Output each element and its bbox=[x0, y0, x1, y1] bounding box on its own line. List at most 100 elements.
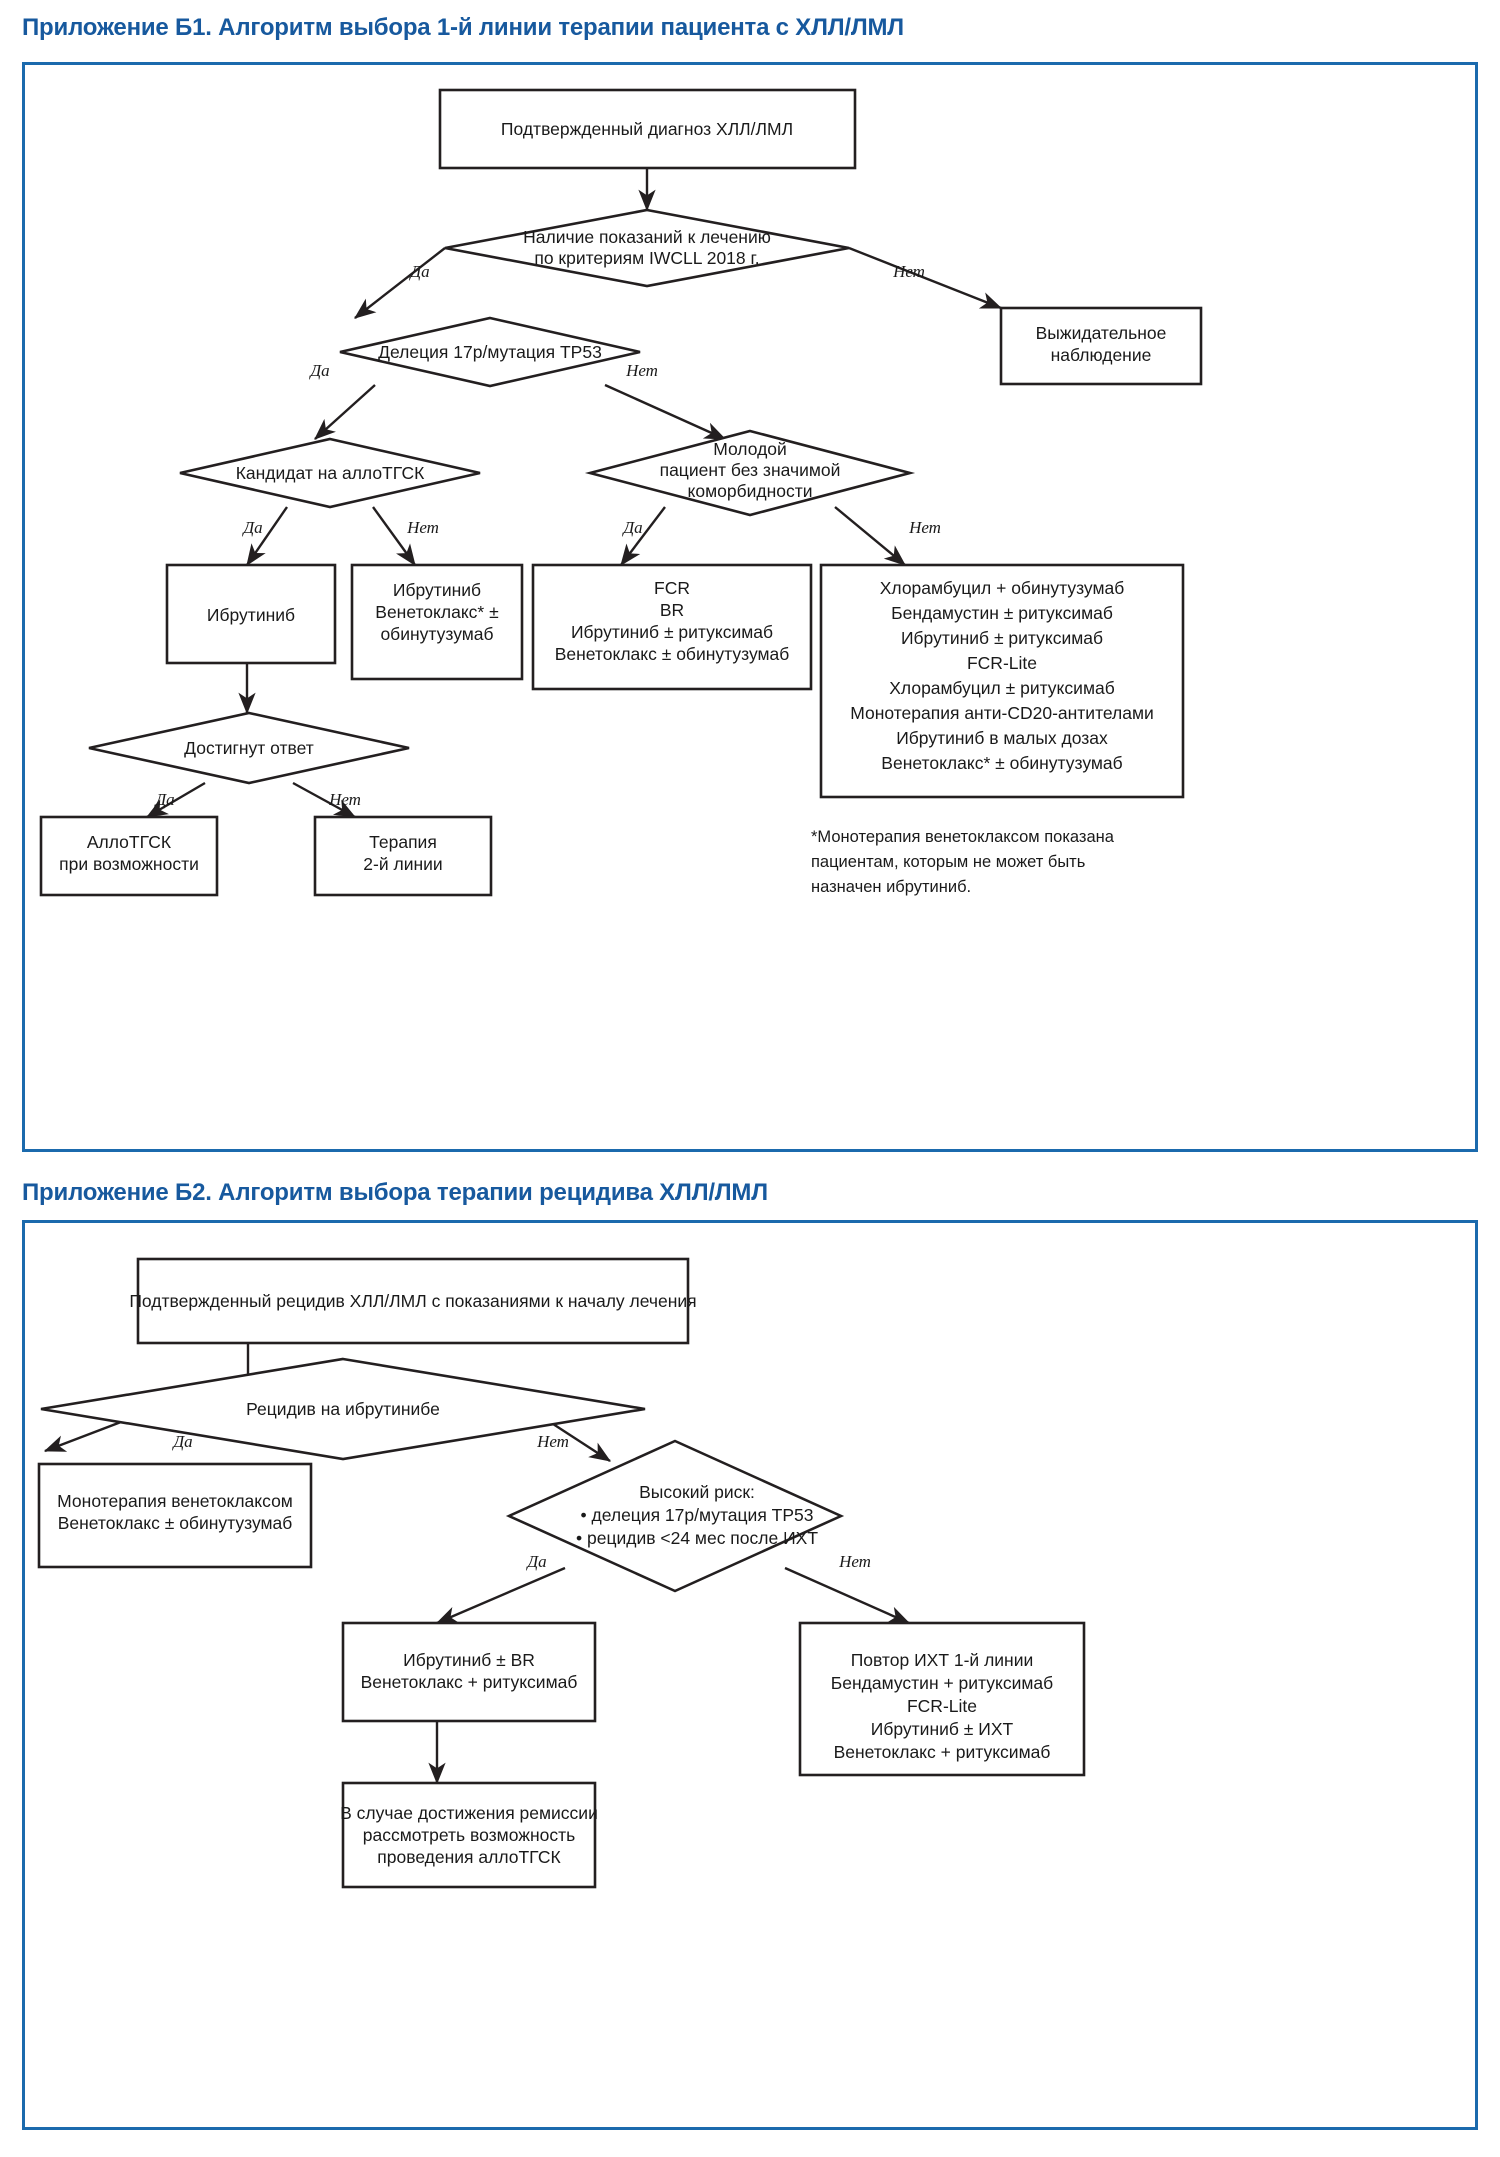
branch-high-risk-yes: Да bbox=[525, 1552, 546, 1571]
node-standard-risk-regimens bbox=[798, 1621, 1086, 1777]
appendix-b1-flowchart: Подтвержденный диагноз ХЛЛ/ЛМЛ Наличие п… bbox=[39, 88, 1203, 897]
node-confirmed-relapse-label: Подтвержденный рецидив ХЛЛ/ЛМЛ с показан… bbox=[129, 1291, 696, 1311]
node-allo-hsct-line1: АллоТГСК bbox=[87, 832, 172, 852]
node-allo-hsct bbox=[39, 815, 219, 897]
node-unfit-line4: FCR-Lite bbox=[967, 653, 1037, 673]
node-diagnosis bbox=[438, 88, 857, 170]
node-response-label: Достигнут ответ bbox=[184, 738, 314, 758]
node-ibrutinib bbox=[165, 563, 337, 665]
node-allo-hsct-line2: при возможности bbox=[59, 854, 199, 874]
node-del17p bbox=[339, 316, 641, 388]
node-ibrutinib-label: Ибрутиниб bbox=[207, 605, 295, 625]
edge-young-yes bbox=[620, 506, 666, 566]
node-second-line bbox=[313, 815, 493, 897]
branch-del17p-yes: Да bbox=[308, 361, 329, 380]
edge-high-risk-yes bbox=[435, 1566, 566, 1625]
node-fit-line4: Венетоклакс ± обинутузумаб bbox=[555, 644, 790, 664]
node-young-line1: Молодой bbox=[713, 439, 787, 459]
branch-response-no: Нет bbox=[328, 790, 361, 809]
node-second-line-line1: Терапия bbox=[369, 832, 437, 852]
node-relapse-on-ibrutinib bbox=[40, 1357, 646, 1461]
node-confirmed-relapse bbox=[136, 1257, 690, 1345]
node-young-line3: коморбидности bbox=[687, 481, 812, 501]
branch-indications-no: Нет bbox=[892, 262, 925, 281]
node-indications-line2: по критериям IWCLL 2018 г. bbox=[534, 248, 759, 268]
node-venetoclax-mono bbox=[37, 1462, 313, 1569]
node-standard-risk-line2: Бендамустин + ритуксимаб bbox=[831, 1673, 1053, 1693]
node-high-risk-line3: • рецидив <24 мес после ИХТ bbox=[576, 1528, 818, 1548]
footnote-line2: пациентам, которым не может быть bbox=[811, 853, 1085, 871]
node-watchful-line2: наблюдение bbox=[1051, 345, 1152, 365]
node-unfit-line7: Ибрутиниб в малых дозах bbox=[896, 728, 1108, 748]
edge-response-yes bbox=[145, 781, 206, 819]
edge-indications-no bbox=[848, 246, 1003, 310]
footnote-line1: *Монотерапия венетоклаксом показана bbox=[811, 828, 1115, 846]
node-unfit-line3: Ибрутиниб ± ритуксимаб bbox=[901, 628, 1103, 648]
node-unfit-line5: Хлорамбуцил ± ритуксимаб bbox=[889, 678, 1114, 698]
node-venetoclax-mono-line2: Венетоклакс ± обинутузумаб bbox=[58, 1513, 293, 1533]
edge-del17p-yes bbox=[314, 384, 376, 440]
node-standard-risk-line3: FCR-Lite bbox=[907, 1696, 977, 1716]
node-response-achieved bbox=[88, 711, 410, 785]
node-ibrutinib-venetoclax bbox=[350, 563, 524, 681]
node-young-line2: пациент без значимой bbox=[660, 460, 841, 480]
appendix-b2-flowchart: Подтвержденный рецидив ХЛЛ/ЛМЛ с показан… bbox=[37, 1257, 1086, 1889]
node-relapse-on-ibrutinib-label: Рецидив на ибрутинибе bbox=[246, 1399, 440, 1419]
node-venetoclax-mono-line1: Монотерапия венетоклаксом bbox=[57, 1491, 293, 1511]
node-unfit-line1: Хлорамбуцил + обинутузумаб bbox=[880, 578, 1125, 598]
node-diagnosis-label: Подтвержденный диагноз ХЛЛ/ЛМЛ bbox=[501, 119, 793, 139]
branch-high-risk-no: Нет bbox=[838, 1552, 871, 1571]
node-watchful-line1: Выжидательное bbox=[1036, 323, 1167, 343]
appendix-b1-panel: Подтвержденный диагноз ХЛЛ/ЛМЛ Наличие п… bbox=[22, 62, 1478, 1152]
branch-del17p-no: Нет bbox=[625, 361, 658, 380]
node-fit-line1: FCR bbox=[654, 578, 690, 598]
node-young-patient bbox=[584, 429, 916, 517]
appendix-b2-title: Приложение Б2. Алгоритм выбора терапии р… bbox=[22, 1179, 768, 1206]
node-remission-line3: проведения аллоТГСК bbox=[377, 1847, 561, 1867]
edge-allo-no bbox=[372, 506, 416, 566]
node-fit-regimens bbox=[531, 563, 813, 691]
node-high-risk bbox=[505, 1439, 845, 1593]
node-fit-line2: BR bbox=[660, 600, 684, 620]
appendix-b1-title: Приложение Б1. Алгоритм выбора 1-й линии… bbox=[22, 14, 904, 41]
edge-high-risk-no bbox=[784, 1566, 911, 1625]
node-standard-risk-line5: Венетоклакс + ритуксимаб bbox=[834, 1742, 1051, 1762]
appendix-b2-panel: Подтвержденный рецидив ХЛЛ/ЛМЛ с показан… bbox=[22, 1220, 1478, 2130]
node-standard-risk-line4: Ибрутиниб ± ИХТ bbox=[871, 1719, 1014, 1739]
node-high-risk-regimens-line1: Ибрутиниб ± BR bbox=[403, 1650, 535, 1670]
node-remission-line2: рассмотреть возможность bbox=[363, 1825, 575, 1845]
branch-allo-yes: Да bbox=[241, 518, 262, 537]
node-second-line-line2: 2-й линии bbox=[363, 854, 442, 874]
branch-relapse-no: Нет bbox=[536, 1432, 569, 1451]
branch-young-yes: Да bbox=[621, 518, 642, 537]
edge-del17p-no bbox=[604, 383, 727, 441]
branch-young-no: Нет bbox=[908, 518, 941, 537]
node-indications bbox=[444, 208, 850, 288]
node-unfit-line6: Монотерапия анти-CD20-антителами bbox=[850, 703, 1154, 723]
node-unfit-line2: Бендамустин ± ритуксимаб bbox=[891, 603, 1113, 623]
node-ibr-ven-line1: Ибрутиниб bbox=[393, 580, 481, 600]
node-allo-candidate-label: Кандидат на аллоТГСК bbox=[236, 463, 425, 483]
edge-response-no bbox=[292, 781, 357, 819]
edge-indications-yes bbox=[354, 247, 446, 319]
node-remission-line1: В случае достижения ремиссии bbox=[340, 1803, 598, 1823]
node-high-risk-line1: Высокий риск: bbox=[639, 1482, 755, 1502]
node-watchful-waiting bbox=[999, 306, 1203, 386]
node-allo-candidate bbox=[179, 437, 481, 509]
node-standard-risk-line1: Повтор ИХТ 1-й линии bbox=[851, 1650, 1034, 1670]
edge-allo-yes bbox=[246, 506, 288, 566]
branch-response-yes: Да bbox=[153, 790, 174, 809]
node-high-risk-regimens bbox=[341, 1621, 597, 1723]
branch-relapse-yes: Да bbox=[171, 1432, 192, 1451]
branch-allo-no: Нет bbox=[406, 518, 439, 537]
edge-young-no bbox=[834, 506, 906, 566]
node-ibr-ven-line2: Венетоклакс* ± bbox=[375, 602, 499, 622]
node-remission-allo bbox=[341, 1781, 597, 1889]
node-indications-line1: Наличие показаний к лечению bbox=[523, 227, 771, 247]
branch-indications-yes: Да bbox=[408, 262, 429, 281]
node-fit-line3: Ибрутиниб ± ритуксимаб bbox=[571, 622, 773, 642]
node-del17p-label: Делеция 17p/мутация TP53 bbox=[378, 342, 602, 362]
footnote-line3: назначен ибрутиниб. bbox=[811, 878, 971, 896]
node-unfit-regimens bbox=[819, 563, 1185, 799]
